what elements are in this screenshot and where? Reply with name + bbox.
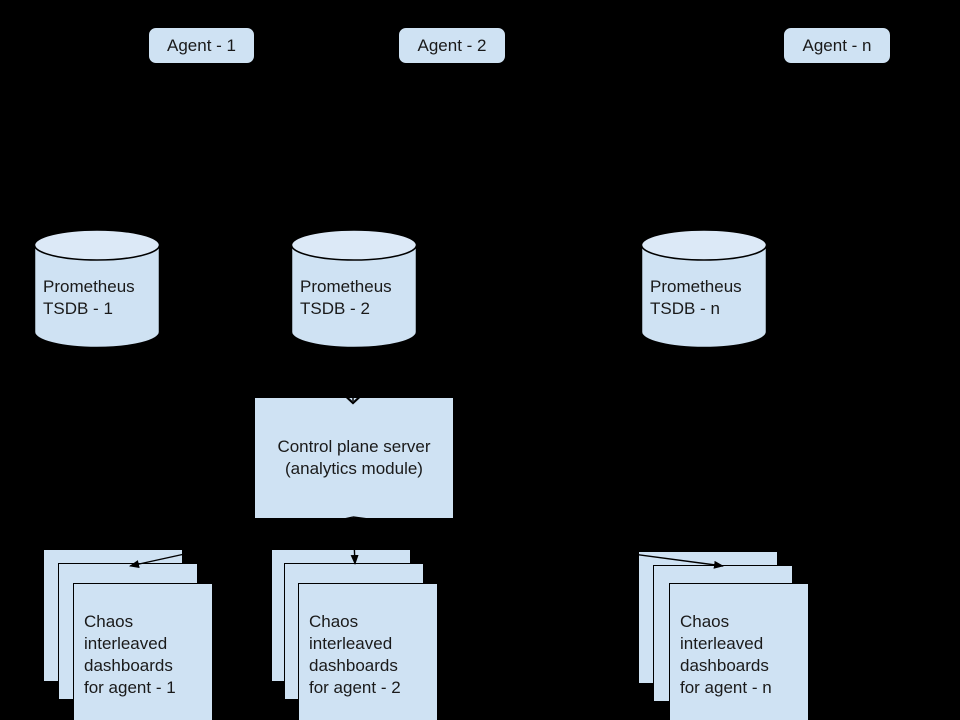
tsdb-n-label: Prometheus TSDB - n xyxy=(650,276,762,320)
database-cylinder-icon xyxy=(640,229,768,349)
dashboard-stack-2-label: Chaos interleaved dashboards for agent -… xyxy=(309,611,433,699)
dashboard-n-line3: dashboards xyxy=(680,656,769,675)
tsdb-2-label: Prometheus TSDB - 2 xyxy=(300,276,412,320)
dashboard-2-line1: Chaos xyxy=(309,612,359,631)
dashboard-n-line2: interleaved xyxy=(680,634,764,653)
tsdb-n-label-line1: Prometheus xyxy=(650,277,742,296)
dashboard-n-line4: for agent - n xyxy=(680,678,772,697)
dashboard-sheet: Chaos interleaved dashboards for agent -… xyxy=(669,583,809,720)
tsdb-n-label-line2: TSDB - n xyxy=(650,299,720,318)
tsdb-1-label-line1: Prometheus xyxy=(43,277,135,296)
dashboard-2-line3: dashboards xyxy=(309,656,398,675)
dashboard-1-line3: dashboards xyxy=(84,656,173,675)
agent-1-label: Agent - 1 xyxy=(167,35,236,55)
tsdb-1-label: Prometheus TSDB - 1 xyxy=(43,276,155,320)
tsdb-2-node: Prometheus TSDB - 2 xyxy=(290,228,418,350)
tsdb-1-node: Prometheus TSDB - 1 xyxy=(33,228,161,350)
control-plane-label-line1: Control plane server xyxy=(277,437,431,456)
tsdb-2-label-line1: Prometheus xyxy=(300,277,392,296)
dashboard-1-line4: for agent - 1 xyxy=(84,678,176,697)
dashboard-1-line1: Chaos xyxy=(84,612,134,631)
tsdb-1-label-line2: TSDB - 1 xyxy=(43,299,113,318)
dashboard-2-line2: interleaved xyxy=(309,634,393,653)
dashboard-sheet: Chaos interleaved dashboards for agent -… xyxy=(73,583,213,720)
control-plane-label: Control plane server (analytics module) xyxy=(277,436,430,480)
database-cylinder-icon xyxy=(33,229,161,349)
dashboard-n-line1: Chaos xyxy=(680,612,730,631)
dashboard-sheet: Chaos interleaved dashboards for agent -… xyxy=(298,583,438,720)
agent-2-node: Agent - 2 xyxy=(398,27,506,64)
agent-2-label: Agent - 2 xyxy=(417,35,487,55)
agent-1-node: Agent - 1 xyxy=(148,27,255,64)
dashboard-1-line2: interleaved xyxy=(84,634,168,653)
control-plane-label-line2: (analytics module) xyxy=(285,459,423,478)
dashboard-2-line4: for agent - 2 xyxy=(309,678,401,697)
database-cylinder-icon xyxy=(290,229,418,349)
control-plane-node: Control plane server (analytics module) xyxy=(254,397,454,519)
agent-n-node: Agent - n xyxy=(783,27,891,64)
dashboard-stack-n-label: Chaos interleaved dashboards for agent -… xyxy=(680,611,804,699)
tsdb-n-node: Prometheus TSDB - n xyxy=(640,228,768,350)
agent-n-label: Agent - n xyxy=(802,35,872,55)
tsdb-2-label-line2: TSDB - 2 xyxy=(300,299,370,318)
dashboard-stack-1-label: Chaos interleaved dashboards for agent -… xyxy=(84,611,208,699)
